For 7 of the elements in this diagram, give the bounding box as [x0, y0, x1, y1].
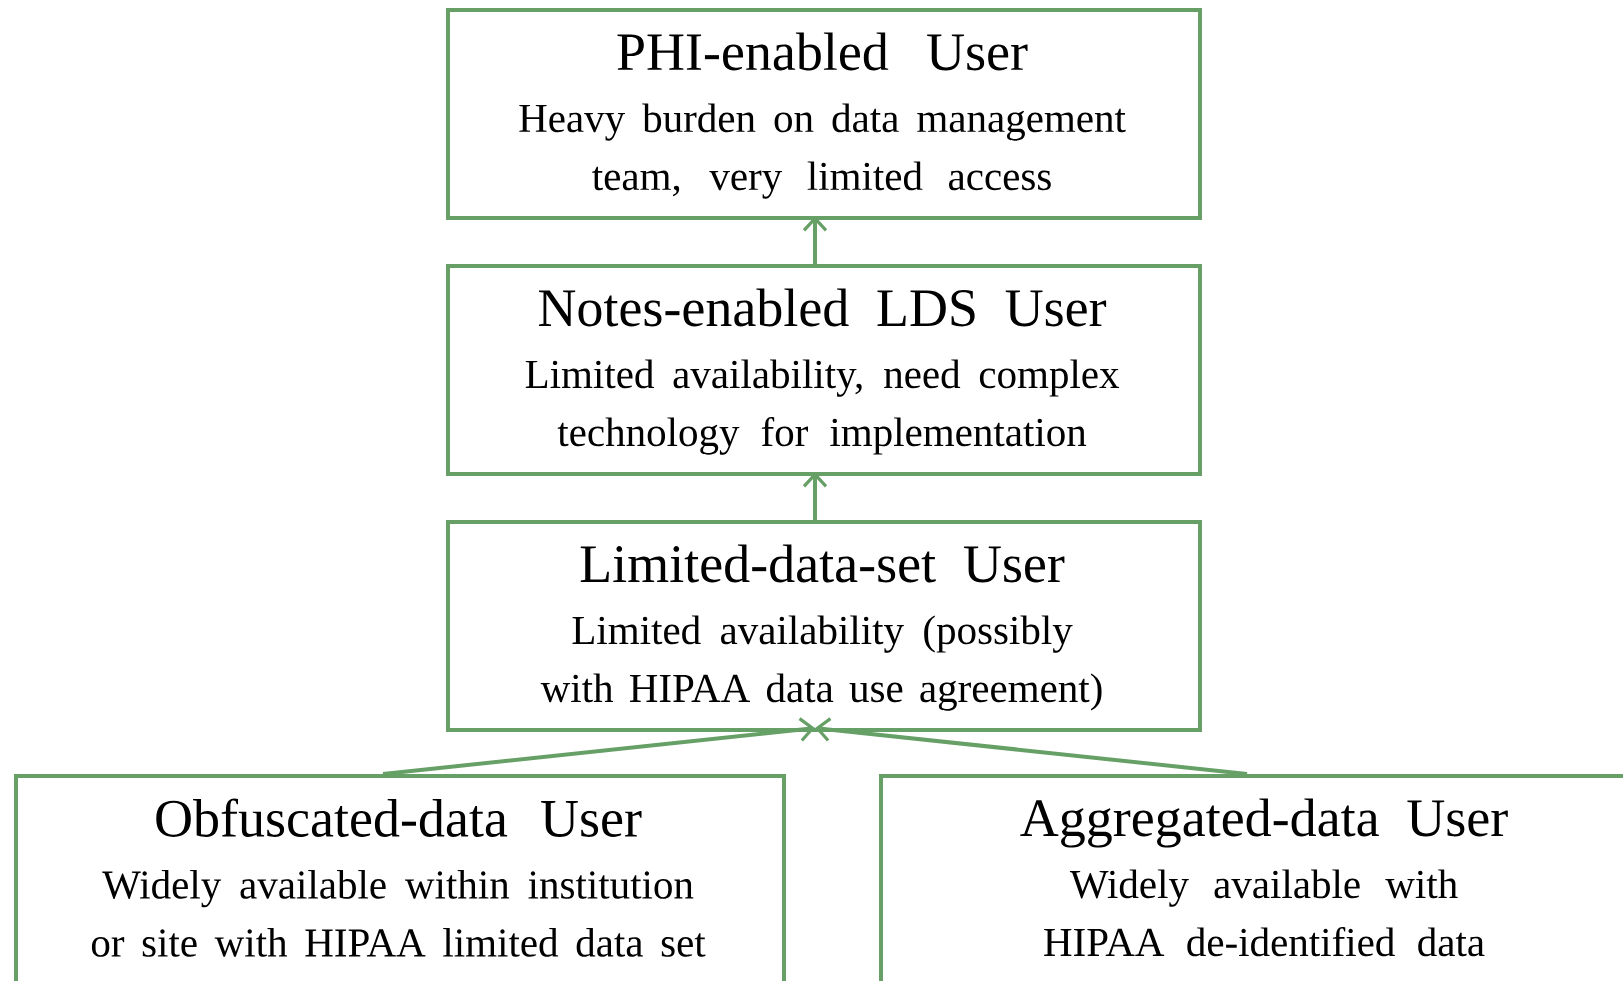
arrow	[382, 717, 815, 776]
user-box: Notes-enabled LDS User Limited availability, need complex technology for implementation	[446, 264, 1202, 476]
user-box: PHI-enabled User Heavy burden on data management team, very limited access	[446, 8, 1202, 220]
user-box: Aggregated-data User Widely available with HIPAA de-identified data	[879, 774, 1623, 981]
arrow	[815, 717, 1248, 776]
user-box: Obfuscated-data User Widely available within institution or site with HIPAA limited data set	[14, 774, 786, 981]
user-box: Limited-data-set User Limited availability (possibly with HIPAA data use agreement)	[446, 520, 1202, 732]
